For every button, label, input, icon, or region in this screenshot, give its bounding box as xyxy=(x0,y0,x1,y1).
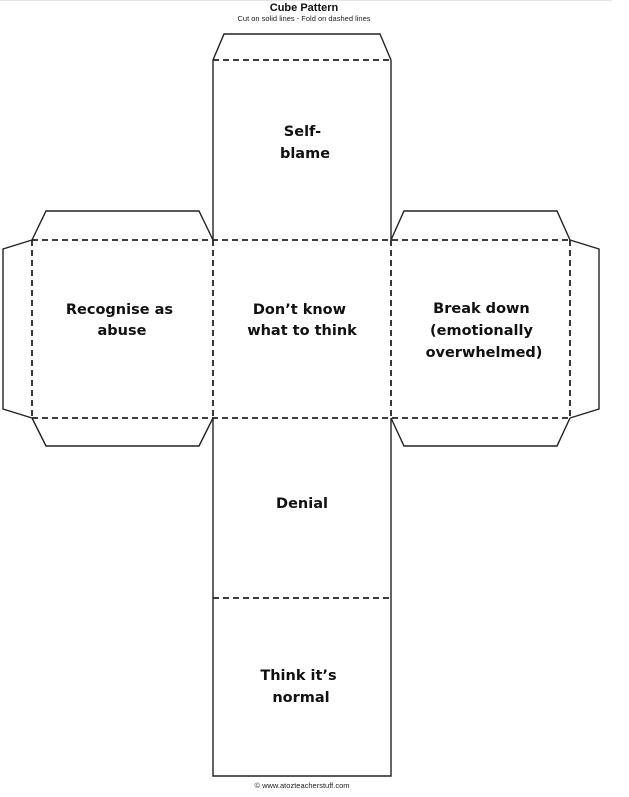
cut-line-bottom-column xyxy=(212,418,392,777)
pattern-title: Cube Pattern xyxy=(270,2,339,14)
tab-left-bottom xyxy=(31,417,214,447)
face-bottom-label: Think it’s normal xyxy=(260,668,341,706)
tab-far-right xyxy=(569,239,600,419)
face-lower-label: Denial xyxy=(276,496,328,512)
tab-right-top xyxy=(390,210,571,241)
face-center-label: Don’t know what to think xyxy=(247,302,357,339)
face-top-label: Self- blame xyxy=(280,124,330,162)
tab-top xyxy=(212,33,392,61)
tab-far-left xyxy=(2,239,33,419)
pattern-instructions: Cut on solid lines - Fold on dashed line… xyxy=(238,14,371,23)
face-right-label: Break down (emotionally overwhelmed) xyxy=(426,301,543,361)
tab-left-top xyxy=(31,210,214,241)
face-left-label: Recognise as abuse xyxy=(66,302,178,339)
tab-right-bottom xyxy=(390,417,571,447)
copyright-credit: © www.atozteacherstuff.com xyxy=(254,781,349,790)
